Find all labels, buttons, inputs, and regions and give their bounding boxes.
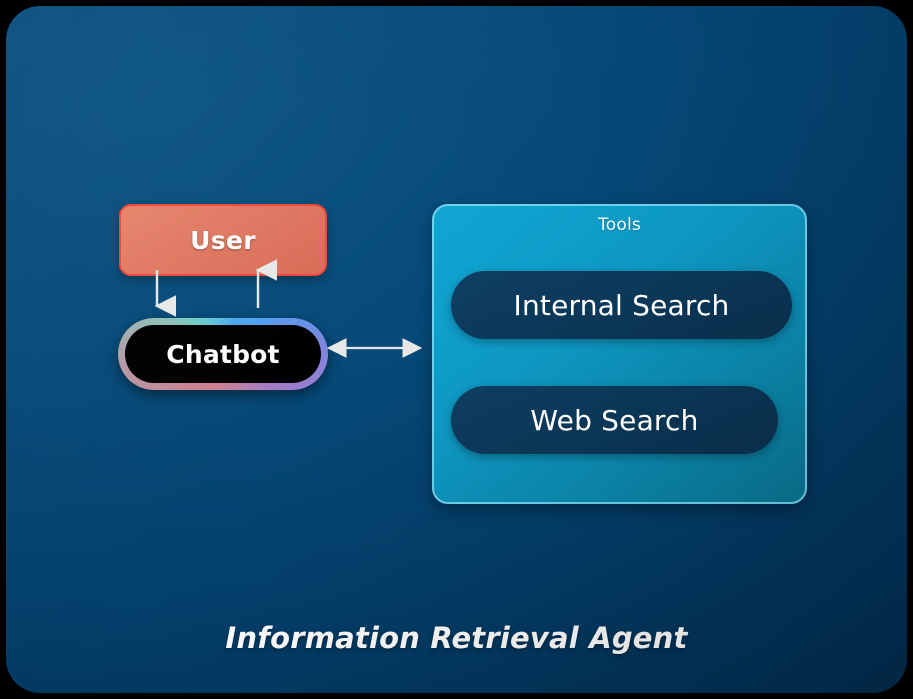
- node-user-label: User: [190, 225, 256, 255]
- slide-caption: Information Retrieval Agent: [225, 621, 688, 655]
- node-tools-title: Tools: [598, 215, 641, 235]
- node-tool-web-search[interactable]: Web Search: [451, 386, 778, 454]
- node-tool-internal-search[interactable]: Internal Search: [451, 271, 792, 339]
- node-user[interactable]: User: [119, 204, 327, 276]
- node-tool-web-search-label: Web Search: [530, 403, 699, 437]
- node-chatbot-label: Chatbot: [166, 339, 280, 369]
- slide-panel: User Chatbot Tools Internal Search Web S…: [6, 6, 907, 693]
- node-tools-group[interactable]: Tools Internal Search Web Search: [432, 204, 807, 504]
- node-chatbot-inner: Chatbot: [125, 325, 321, 383]
- node-chatbot[interactable]: Chatbot: [118, 318, 328, 390]
- node-tool-internal-search-label: Internal Search: [513, 288, 730, 322]
